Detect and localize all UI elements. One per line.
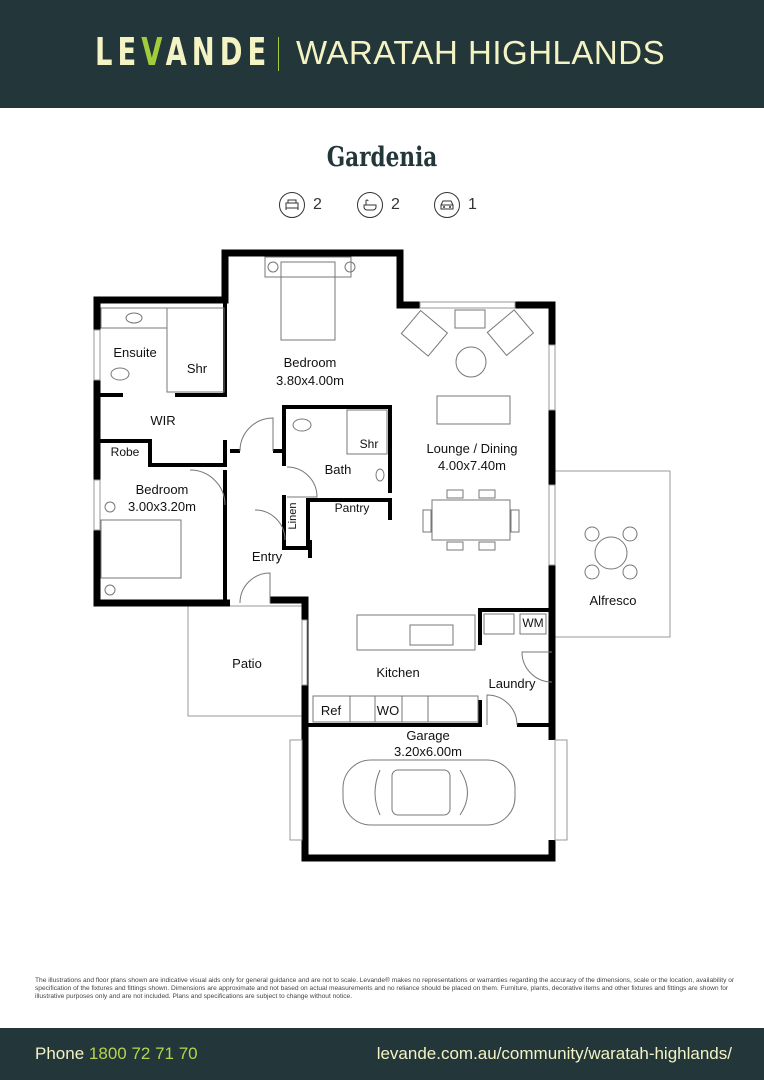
label-garage: Garage bbox=[406, 728, 449, 743]
label-entry: Entry bbox=[252, 549, 283, 564]
label-bedroom2-size: 3.00x3.20m bbox=[128, 499, 196, 514]
bedroom-count: 2 bbox=[313, 196, 322, 213]
bath-icon bbox=[357, 192, 383, 218]
windows bbox=[93, 301, 568, 841]
interior-walls bbox=[97, 300, 552, 727]
label-kitchen: Kitchen bbox=[376, 665, 419, 680]
spec-car: 1 bbox=[434, 192, 477, 218]
label-master-bedroom: Bedroom bbox=[284, 355, 337, 370]
label-master-bedroom-size: 3.80x4.00m bbox=[276, 373, 344, 388]
phone: Phone 1800 72 71 70 bbox=[35, 1044, 198, 1064]
header-divider bbox=[278, 37, 279, 71]
label-patio: Patio bbox=[232, 656, 262, 671]
plan-title: Gardenia bbox=[326, 142, 438, 173]
label-bath: Bath bbox=[325, 462, 352, 477]
exterior-walls bbox=[93, 249, 556, 862]
spec-bathrooms: 2 bbox=[357, 192, 400, 218]
label-alfresco: Alfresco bbox=[590, 593, 637, 608]
header: LEVANDE WARATAH HIGHLANDS bbox=[0, 0, 764, 108]
community-name: WARATAH HIGHLANDS bbox=[296, 34, 666, 71]
label-ref: Ref bbox=[321, 703, 342, 718]
fittings bbox=[100, 256, 638, 826]
label-pantry: Pantry bbox=[335, 501, 370, 515]
label-ensuite-shower: Shr bbox=[187, 361, 208, 376]
label-wo: WO bbox=[377, 703, 399, 718]
label-lounge: Lounge / Dining bbox=[426, 441, 517, 456]
car-count: 1 bbox=[468, 196, 477, 213]
spec-bedrooms: 2 bbox=[279, 192, 322, 218]
label-ensuite: Ensuite bbox=[113, 345, 156, 360]
bed-icon bbox=[279, 192, 305, 218]
label-bath-shower: Shr bbox=[360, 437, 379, 451]
bathroom-count: 2 bbox=[391, 196, 400, 213]
website-link[interactable]: levande.com.au/community/waratah-highlan… bbox=[376, 1044, 732, 1063]
disclaimer: The illustrations and floor plans shown … bbox=[35, 977, 735, 1001]
footer: Phone 1800 72 71 70 levande.com.au/commu… bbox=[0, 1028, 764, 1080]
label-wm: WM bbox=[522, 616, 543, 630]
levande-logo: LEVANDE bbox=[95, 30, 272, 74]
alfresco-area bbox=[554, 470, 671, 638]
label-wir: WIR bbox=[150, 413, 175, 428]
label-lounge-size: 4.00x7.40m bbox=[438, 458, 506, 473]
car-icon bbox=[434, 192, 460, 218]
phone-number[interactable]: 1800 72 71 70 bbox=[88, 1044, 198, 1063]
label-linen: Linen bbox=[287, 503, 299, 530]
label-bedroom2: Bedroom bbox=[136, 482, 189, 497]
label-laundry: Laundry bbox=[489, 676, 536, 691]
phone-label: Phone bbox=[35, 1044, 85, 1063]
label-garage-size: 3.20x6.00m bbox=[394, 744, 462, 759]
label-robe: Robe bbox=[111, 445, 140, 459]
room-labels: Ensuite Shr Bedroom 3.80x4.00m WIR Robe … bbox=[111, 345, 637, 759]
